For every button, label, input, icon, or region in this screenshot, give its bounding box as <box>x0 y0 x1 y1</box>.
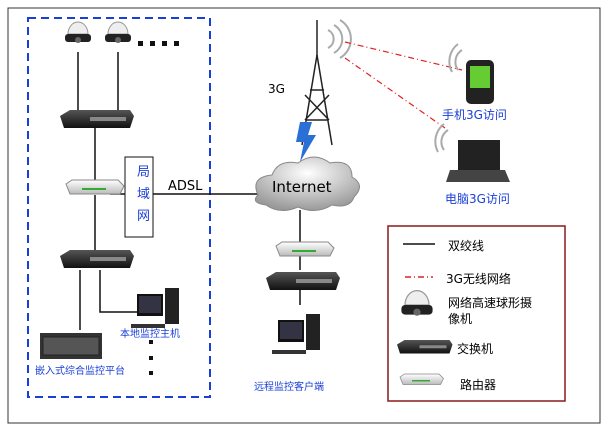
outer-frame <box>7 7 601 424</box>
storage-platform-icon <box>40 333 102 359</box>
legend-3g-label: 3G无线网络 <box>446 272 511 286</box>
internet-label: Internet <box>272 178 332 196</box>
legend-twisted-pair-label: 双绞线 <box>448 239 485 253</box>
remote-client-label: 远程监控客户端 <box>254 382 324 393</box>
camera-icon <box>64 21 92 44</box>
lan-label-char: 网 <box>137 209 151 224</box>
local-host-pc-icon <box>131 288 179 328</box>
lan-label: 局 域 网 <box>137 162 153 228</box>
switch-icon <box>60 250 134 268</box>
3g-wireless-links <box>344 41 463 129</box>
legend-camera-label: 网络高速球形摄 像机 <box>448 295 532 327</box>
phone-label: 手机3G访问 <box>442 108 507 122</box>
laptop-label: 电脑3G访问 <box>445 192 510 206</box>
laptop-icon <box>434 123 510 182</box>
lan-box <box>124 156 154 238</box>
more-devices-ellipsis <box>149 340 153 375</box>
local-host-label: 本地监控主机 <box>120 329 180 340</box>
legend-camera-label-line: 像机 <box>448 312 473 326</box>
legend-router-label: 路由器 <box>460 378 497 392</box>
lan-label-char: 域 <box>137 187 151 202</box>
camera-icon <box>104 21 132 44</box>
legend-router-icon <box>399 373 444 385</box>
legend-switch-label: 交换机 <box>457 342 494 356</box>
remote-client-pc-icon <box>272 314 320 354</box>
local-network-boundary <box>27 17 211 398</box>
tower-label: 3G <box>268 82 285 96</box>
legend-camera-label-line: 网络高速球形摄 <box>448 296 533 310</box>
router-icon <box>275 241 335 257</box>
platform-label: 嵌入式综合监控平台 <box>35 366 125 377</box>
router-icon <box>65 179 125 195</box>
lan-label-char: 局 <box>137 165 151 180</box>
switch-icon <box>266 272 340 290</box>
wireless-link-icon <box>296 122 316 162</box>
adsl-label: ADSL <box>168 179 203 194</box>
more-cameras-ellipsis <box>138 41 179 46</box>
switch-icon <box>60 110 134 128</box>
internet-cloud <box>254 156 360 211</box>
mobile-phone-icon <box>448 43 494 104</box>
legend-switch-icon <box>397 340 453 354</box>
